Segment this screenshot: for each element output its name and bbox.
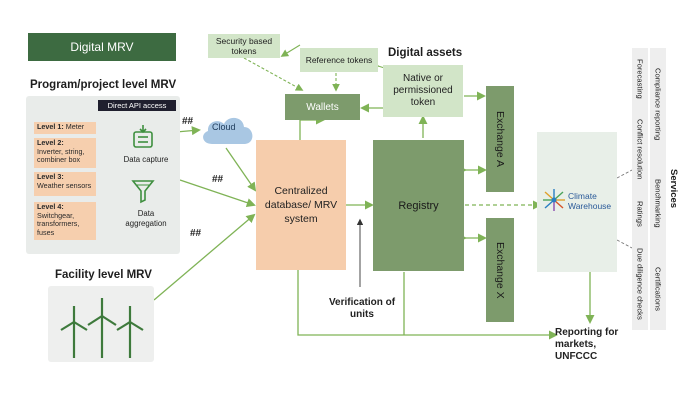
hash-mark: ## — [182, 116, 194, 127]
program-level-title: Program/project level MRV — [30, 79, 177, 91]
data-capture-icon — [133, 125, 153, 148]
exchange-x-box: Exchange X — [486, 218, 514, 322]
wind-turbines-icon — [60, 298, 144, 358]
services-panel: Forecasting Conflict resolution Ratings … — [632, 48, 680, 330]
level-2-box: Level 2:Inverter, string, combiner box — [34, 138, 96, 168]
centralized-database-box: Centralized database/ MRV system — [256, 140, 346, 270]
service-certifications: Certifications — [653, 266, 663, 311]
level-1-box: Level 1: Meter — [34, 122, 96, 134]
native-token-box: Native or permissioned token — [383, 65, 463, 117]
cloud-label: Cloud — [212, 122, 236, 132]
service-ratings: Ratings — [635, 200, 645, 227]
data-aggregation-icon — [131, 180, 155, 204]
level-3-box: Level 3:Weather sensors — [34, 172, 96, 196]
verification-label: Verification of units — [328, 297, 396, 320]
reporting-label: Reporting for markets, UNFCCC — [555, 327, 619, 362]
service-conflict-resolution: Conflict resolution — [635, 119, 645, 180]
security-tokens-box: Security based tokens — [208, 34, 280, 58]
service-forecasting: Forecasting — [635, 58, 645, 99]
services-column-2: Compliance reporting Benchmarking Certif… — [650, 48, 666, 330]
digital-mrv-badge: Digital MRV — [28, 33, 176, 61]
data-aggregation-label: Data aggregation — [125, 209, 167, 228]
hash-mark: ## — [212, 174, 224, 185]
climate-warehouse-logo-icon — [543, 189, 565, 211]
hash-mark: ## — [190, 228, 202, 239]
services-title: Services — [668, 169, 679, 209]
exchange-a-box: Exchange A — [486, 86, 514, 192]
wallets-box: Wallets — [285, 94, 360, 120]
level-4-box: Level 4:Switchgear, transformers, fuses — [34, 202, 96, 240]
registry-box: Registry — [373, 140, 464, 271]
cloud-icon — [203, 117, 253, 144]
service-compliance-reporting: Compliance reporting — [653, 67, 663, 140]
api-access-tag: Direct API access — [98, 100, 176, 111]
service-due-diligence: Due diligence checks — [635, 247, 645, 320]
climate-warehouse-panel — [537, 132, 617, 272]
climate-warehouse-label: Climate Warehouse — [568, 191, 612, 211]
data-capture-label: Data capture — [123, 155, 169, 164]
reference-tokens-box: Reference tokens — [300, 48, 378, 72]
facility-level-title: Facility level MRV — [55, 269, 152, 281]
service-benchmarking: Benchmarking — [653, 178, 663, 228]
services-column-1: Forecasting Conflict resolution Ratings … — [632, 48, 648, 330]
digital-assets-title: Digital assets — [388, 47, 463, 59]
